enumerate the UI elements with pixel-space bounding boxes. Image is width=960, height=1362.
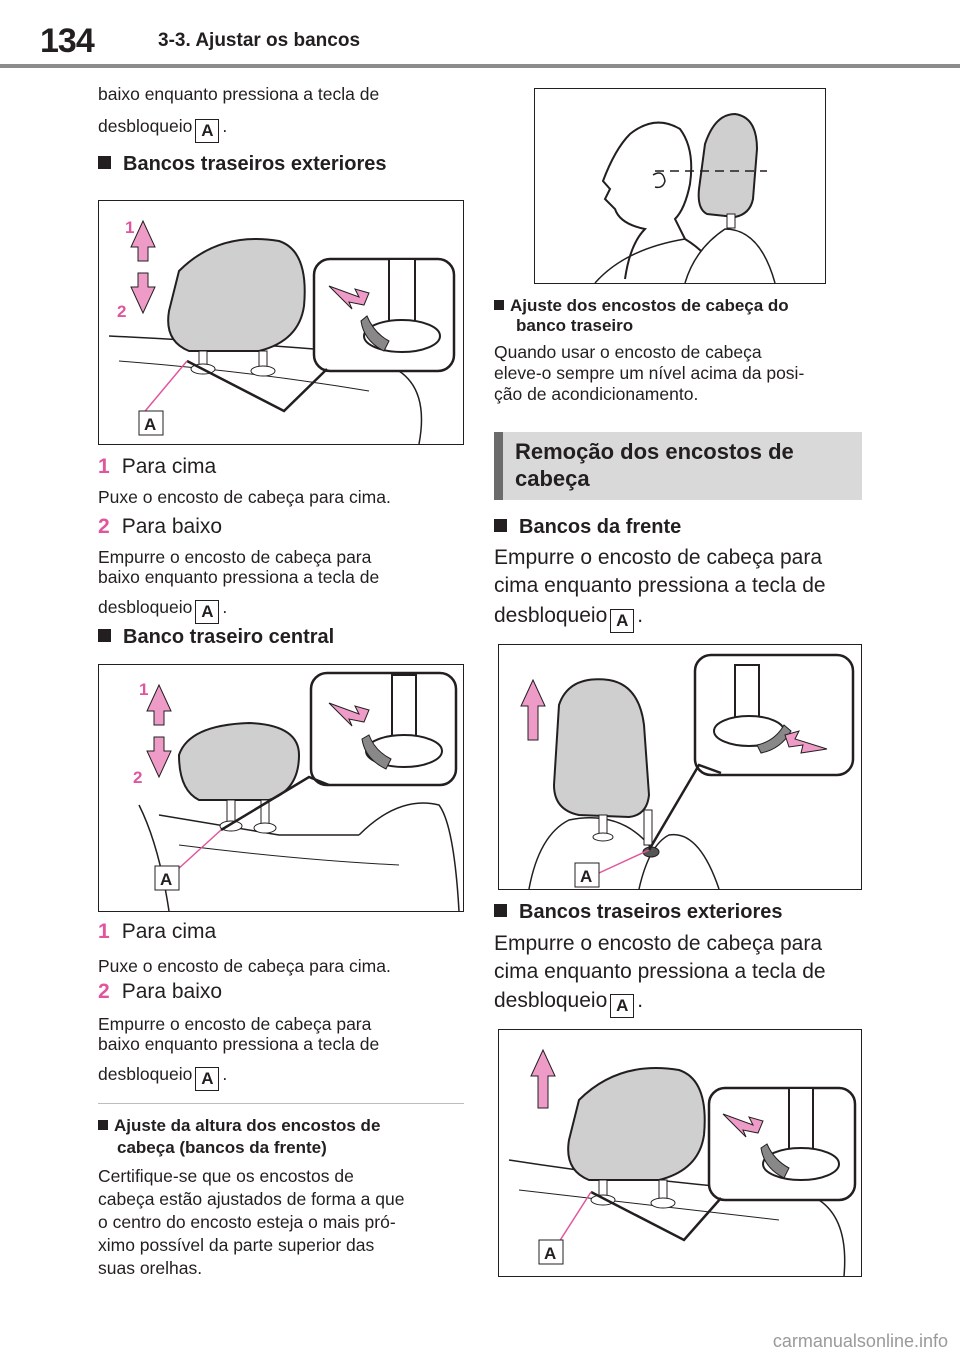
note-body-3: o centro do encosto esteja o mais pró-	[98, 1212, 396, 1232]
section-title-rear-outer-removal: Bancos traseiros exteriores	[494, 900, 782, 924]
key-a-badge: A	[610, 994, 635, 1018]
square-bullet-icon	[98, 629, 111, 642]
note-body-1: Certifique-se que os encostos de	[98, 1166, 354, 1186]
arrow-label-1: 1	[125, 218, 134, 237]
note2-title-1: Ajuste dos encostos de cabeça do	[494, 296, 789, 316]
square-bullet-icon	[494, 300, 504, 310]
chapter-title: 3-3. Ajustar os bancos	[158, 30, 361, 51]
s1-step-1-desc: Puxe o encosto de cabeça para cima.	[98, 487, 391, 507]
note2-body-2: eleve-o sempre um nível acima da posi-	[494, 363, 805, 383]
note2-body-3: ção de acondicionamento.	[494, 384, 699, 404]
arrow-label-2: 2	[133, 768, 142, 787]
note-body-2: cabeça estão ajustados de forma a que	[98, 1189, 405, 1209]
callout-a: A	[144, 415, 156, 434]
arrow-label-2: 2	[117, 302, 126, 321]
figure-head-position	[534, 88, 826, 284]
figure-front-removal: A	[498, 644, 862, 890]
callout-a: A	[160, 870, 172, 889]
key-a-badge: A	[195, 600, 220, 624]
note-title-2: cabeça (bancos da frente)	[117, 1138, 327, 1157]
note-body-4: ximo possível da parte superior das	[98, 1235, 375, 1255]
section-title-rear-outer: Bancos traseiros exteriores	[98, 152, 386, 176]
headrest-illustration: A	[508, 1048, 857, 1276]
note-body-5: suas orelhas.	[98, 1258, 203, 1278]
square-bullet-icon	[98, 156, 111, 169]
callout-a: A	[580, 867, 592, 886]
key-a-badge: A	[195, 1067, 220, 1091]
square-bullet-icon	[494, 904, 507, 917]
s1-step-2-desc-1: Empurre o encosto de cabeça para	[98, 547, 372, 567]
figure-rear-outer-removal: A	[498, 1029, 862, 1277]
headrest-illustration: A	[520, 653, 855, 889]
head-profile-illustration	[594, 112, 776, 283]
s2-step-1-desc: Puxe o encosto de cabeça para cima.	[98, 956, 391, 976]
square-bullet-icon	[494, 519, 507, 532]
front-desc-1: Empurre o encosto de cabeça para	[494, 546, 823, 569]
section-title-rear-center: Banco traseiro central	[98, 625, 334, 649]
watermark: carmanualsonline.info	[772, 1331, 948, 1351]
section-title-front: Bancos da frente	[494, 515, 681, 539]
note-divider	[98, 1103, 464, 1104]
s2-step-2-desc-1: Empurre o encosto de cabeça para	[98, 1014, 372, 1034]
header-rule	[0, 64, 960, 68]
figure-rear-outer-adjust: 1 2 A	[98, 200, 464, 445]
key-a-badge: A	[195, 119, 220, 143]
note2-title-2: banco traseiro	[516, 316, 634, 335]
headrest-illustration: 1 2 A	[133, 671, 460, 911]
section-heading-removal: Remoção dos encostos de cabeça	[494, 432, 862, 500]
rear-desc-2: cima enquanto pressiona a tecla de	[494, 960, 826, 983]
figure-rear-center-adjust: 1 2 A	[98, 664, 464, 912]
arrow-label-1: 1	[139, 680, 148, 699]
intro-line-1: baixo enquanto pressiona a tecla de	[98, 84, 380, 104]
headrest-illustration: 1 2 A	[108, 218, 456, 444]
page-number: 134	[40, 22, 95, 60]
key-a-badge: A	[610, 609, 635, 633]
callout-a: A	[544, 1244, 556, 1263]
square-bullet-icon	[98, 1120, 108, 1130]
note-title-1: Ajuste da altura dos encostos de	[98, 1116, 380, 1136]
note2-body-1: Quando usar o encosto de cabeça	[494, 342, 762, 362]
s1-step-2-desc-2: baixo enquanto pressiona a tecla de	[98, 567, 380, 587]
rear-desc-1: Empurre o encosto de cabeça para	[494, 932, 823, 955]
front-desc-2: cima enquanto pressiona a tecla de	[494, 574, 826, 597]
s2-step-2-desc-2: baixo enquanto pressiona a tecla de	[98, 1034, 380, 1054]
